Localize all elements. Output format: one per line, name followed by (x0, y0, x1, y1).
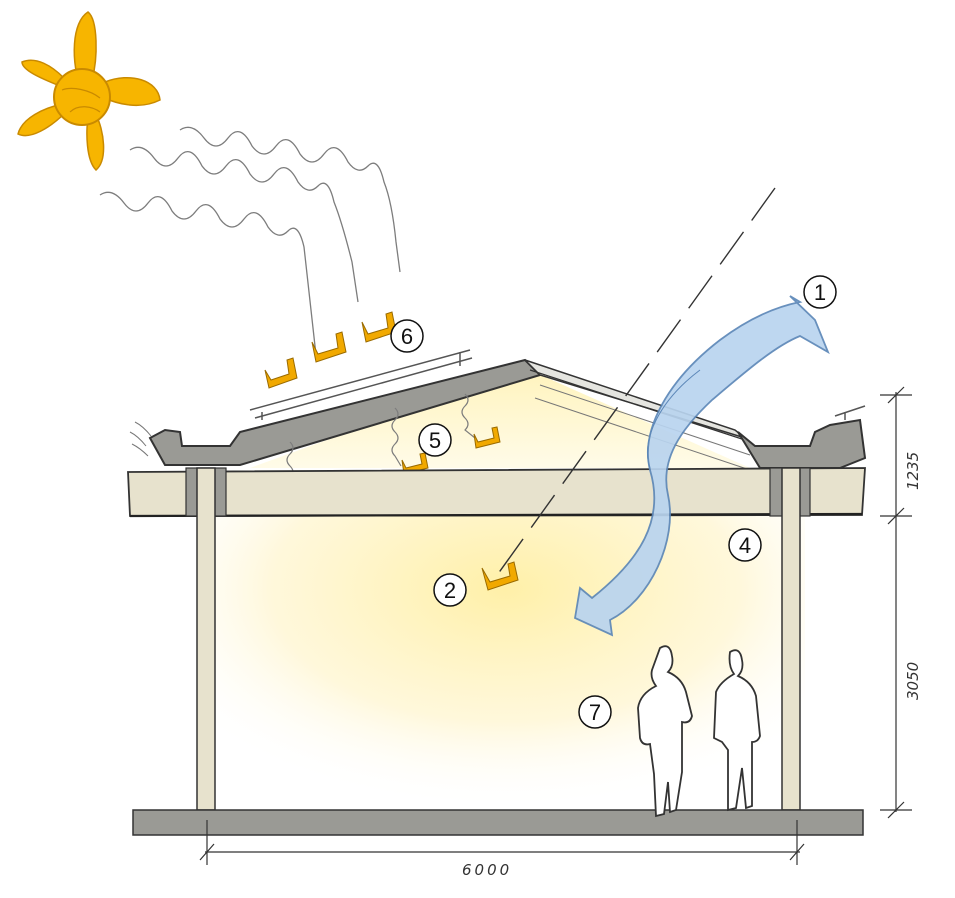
solar-radiation-waves (99, 126, 401, 356)
dimension-width: 6000 (462, 861, 512, 879)
roof-beam (127, 467, 866, 517)
callout-6-label: 6 (401, 324, 413, 349)
callout-4: 4 (728, 528, 762, 562)
airflow-arrow-icon (573, 295, 830, 637)
floor-slab (132, 809, 864, 836)
roof-slab-left (148, 358, 542, 466)
roof-slab-right (737, 418, 867, 469)
callout-7-label: 7 (589, 700, 601, 725)
callout-1: 1 (803, 275, 837, 309)
dimension-lines (199, 386, 912, 865)
dimension-roof-height: 1235 (904, 452, 922, 490)
roof-vent-right (834, 405, 866, 420)
solar-panel-left (249, 349, 473, 420)
callout-2-label: 2 (444, 578, 456, 603)
callout-5: 5 (418, 423, 452, 457)
callout-1-label: 1 (814, 280, 826, 305)
heat-arrow-icon (264, 311, 397, 389)
dimension-labels: 6000 1235 3050 (462, 452, 922, 879)
callout-7: 7 (578, 695, 612, 729)
callout-2: 2 (433, 573, 467, 607)
daylight-ray (494, 187, 776, 579)
people-silhouettes (637, 645, 761, 818)
callout-5-label: 5 (429, 428, 441, 453)
column-right (769, 467, 811, 811)
interior-light-glow (205, 470, 805, 810)
left-edge-detail (129, 421, 152, 457)
dimension-wall-height: 3050 (904, 662, 922, 700)
callout-4-label: 4 (739, 533, 751, 558)
roof-void-glow (250, 368, 750, 468)
heat-arrow-icon (481, 561, 519, 591)
sun-icon (17, 11, 161, 172)
callout-6: 6 (390, 319, 424, 353)
callouts: 1 2 4 5 6 7 (390, 275, 837, 729)
